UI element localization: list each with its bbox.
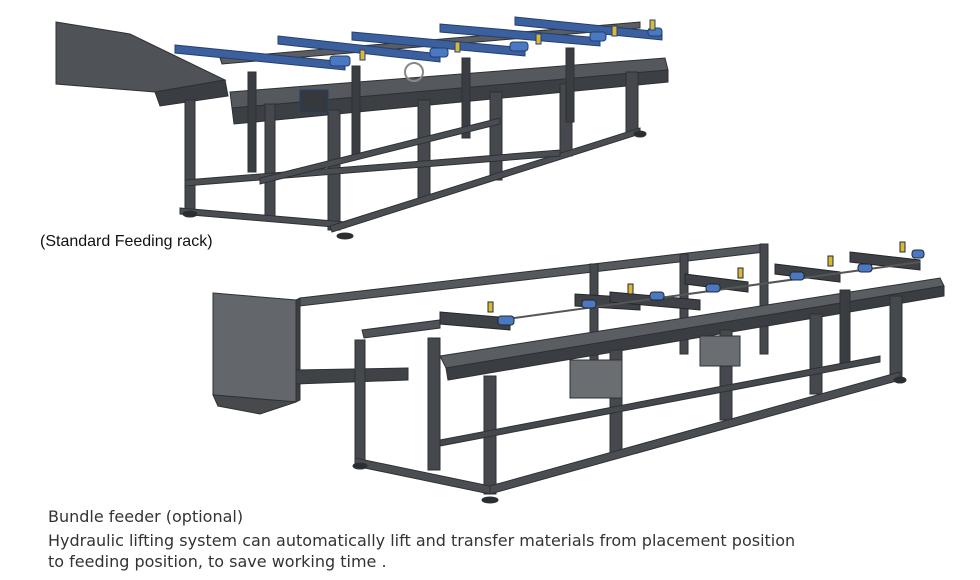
lifting-arms xyxy=(439,241,925,331)
standard-rack-machine xyxy=(55,21,669,240)
transfer-arms xyxy=(174,16,663,113)
bundle-feeder-machine xyxy=(212,243,945,504)
standard-rack-caption: (Standard Feeding rack) xyxy=(40,233,213,250)
bundle-feeder-title: Bundle feeder (optional) xyxy=(48,507,244,526)
bundle-feeder-description-line-1: Hydraulic lifting system can automatical… xyxy=(48,531,796,550)
bundle-feeder-description-line-2: to feeding position, to save working tim… xyxy=(48,552,387,571)
